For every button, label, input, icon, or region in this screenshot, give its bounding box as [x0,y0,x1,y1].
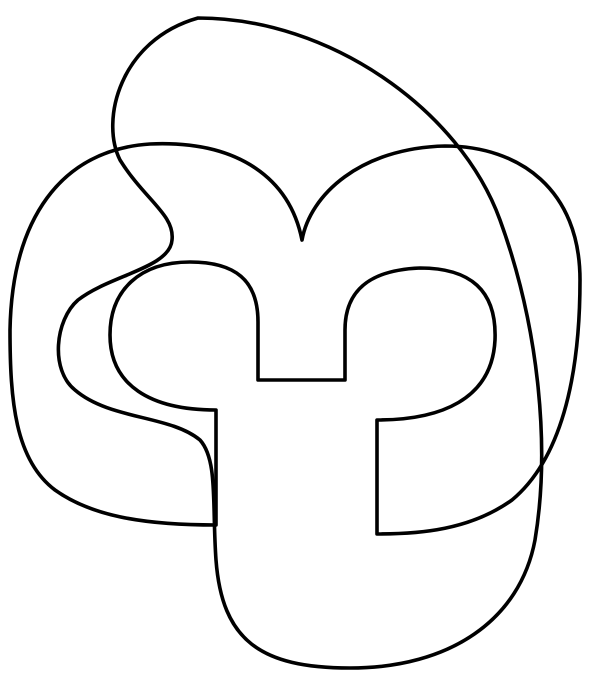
line-drawing [0,0,594,680]
background [0,0,594,680]
